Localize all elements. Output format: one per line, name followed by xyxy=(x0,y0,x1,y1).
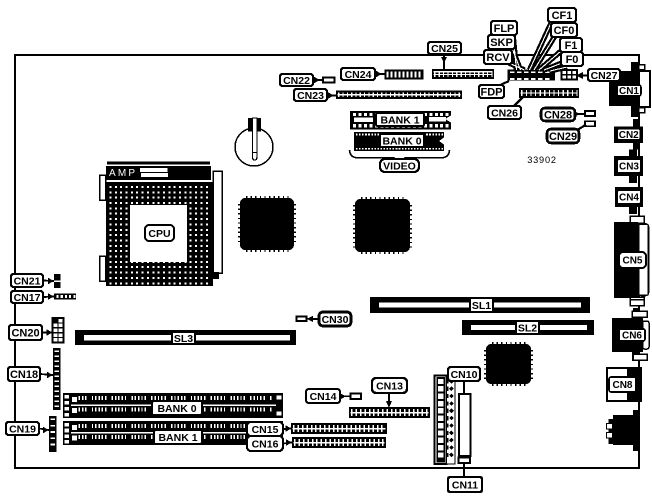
svg-text:SL1: SL1 xyxy=(472,300,491,312)
svg-text:CN26: CN26 xyxy=(491,107,518,119)
svg-text:CN1: CN1 xyxy=(619,86,639,97)
svg-text:CN18: CN18 xyxy=(10,369,38,381)
svg-text:SL2: SL2 xyxy=(518,322,537,334)
svg-text:CN23: CN23 xyxy=(297,90,324,102)
svg-text:FLP: FLP xyxy=(494,23,515,35)
svg-text:CPU: CPU xyxy=(148,228,170,240)
svg-text:CN2: CN2 xyxy=(619,130,639,141)
svg-text:CN21: CN21 xyxy=(14,275,41,287)
svg-text:CN29: CN29 xyxy=(549,131,577,143)
svg-text:CN17: CN17 xyxy=(14,292,41,304)
svg-text:CN5: CN5 xyxy=(622,256,642,267)
svg-text:BANK 1: BANK 1 xyxy=(380,114,419,126)
svg-text:BANK 0: BANK 0 xyxy=(157,403,196,415)
svg-text:CF0: CF0 xyxy=(554,25,575,37)
svg-text:BANK 0: BANK 0 xyxy=(382,135,421,147)
svg-text:VIDEO: VIDEO xyxy=(383,160,416,172)
svg-text:CN6: CN6 xyxy=(622,331,642,342)
svg-text:SKP: SKP xyxy=(490,37,513,49)
svg-text:CN3: CN3 xyxy=(619,162,639,173)
svg-text:CN8: CN8 xyxy=(612,380,632,391)
svg-text:SL3: SL3 xyxy=(174,333,193,345)
svg-text:F0: F0 xyxy=(566,54,579,66)
svg-text:FDP: FDP xyxy=(481,86,503,98)
svg-text:CN30: CN30 xyxy=(322,314,349,326)
svg-text:33902: 33902 xyxy=(527,155,557,165)
svg-text:CN11: CN11 xyxy=(452,479,478,491)
svg-text:CN14: CN14 xyxy=(310,391,337,403)
svg-text:CN28: CN28 xyxy=(544,109,572,121)
svg-text:CN16: CN16 xyxy=(252,438,279,450)
svg-text:CN13: CN13 xyxy=(376,380,403,392)
svg-text:CN24: CN24 xyxy=(345,69,372,81)
svg-text:CN4: CN4 xyxy=(619,193,639,204)
svg-text:AMP: AMP xyxy=(109,168,137,179)
svg-text:RCV: RCV xyxy=(486,52,510,64)
svg-text:F1: F1 xyxy=(565,40,578,52)
svg-text:CF1: CF1 xyxy=(552,10,573,22)
svg-text:CN25: CN25 xyxy=(431,43,458,55)
svg-text:CN15: CN15 xyxy=(252,424,279,436)
svg-text:CN20: CN20 xyxy=(11,327,39,339)
svg-text:CN27: CN27 xyxy=(591,70,618,82)
svg-text:CN10: CN10 xyxy=(451,369,478,381)
svg-text:CN22: CN22 xyxy=(283,75,310,87)
svg-text:CN19: CN19 xyxy=(9,423,36,435)
svg-text:BANK 1: BANK 1 xyxy=(158,432,197,444)
